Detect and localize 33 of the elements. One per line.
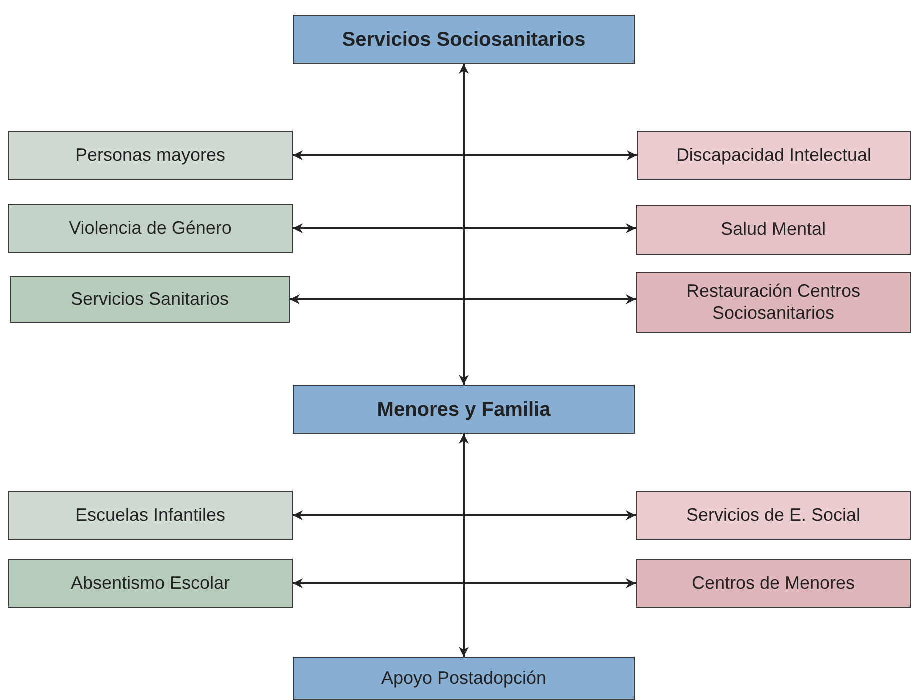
category-box <box>636 559 911 608</box>
category-box <box>636 491 911 540</box>
category-box <box>637 131 911 180</box>
box-label: Servicios Sociosanitarios <box>342 28 586 52</box>
double-arrow <box>293 150 637 160</box>
box-label: Apoyo Postadopción <box>381 668 547 690</box>
category-box <box>293 15 635 64</box>
double-arrow <box>459 434 469 657</box>
box-label: Salud Mental <box>720 219 826 241</box>
box-label: Violencia de Género <box>69 218 232 240</box>
category-box <box>636 205 911 255</box>
box-label: Restauración Centros Sociosanitarios <box>685 280 862 324</box>
box-label: Absentismo Escolar <box>70 572 230 594</box>
double-arrow <box>459 64 469 385</box>
category-box <box>636 272 911 333</box>
box-label: Menores y Familia <box>377 398 551 422</box>
category-box <box>10 276 290 323</box>
category-box <box>293 657 635 700</box>
box-label: Personas mayores <box>75 144 226 166</box>
category-box <box>8 131 293 180</box>
category-box <box>8 491 293 540</box>
double-arrow <box>293 224 636 234</box>
category-box <box>8 204 293 253</box>
box-label: Escuelas Infantiles <box>75 504 226 526</box>
box-label: Discapacidad Intelectual <box>676 144 872 166</box>
category-box <box>293 385 635 434</box>
double-arrow <box>293 578 636 588</box>
box-label: Servicios de E. Social <box>686 504 861 526</box>
box-label: Centros de Menores <box>692 572 856 594</box>
double-arrow <box>290 294 636 304</box>
category-box <box>8 559 293 608</box>
double-arrow <box>293 510 636 520</box>
box-label: Servicios Sanitarios <box>70 288 230 310</box>
